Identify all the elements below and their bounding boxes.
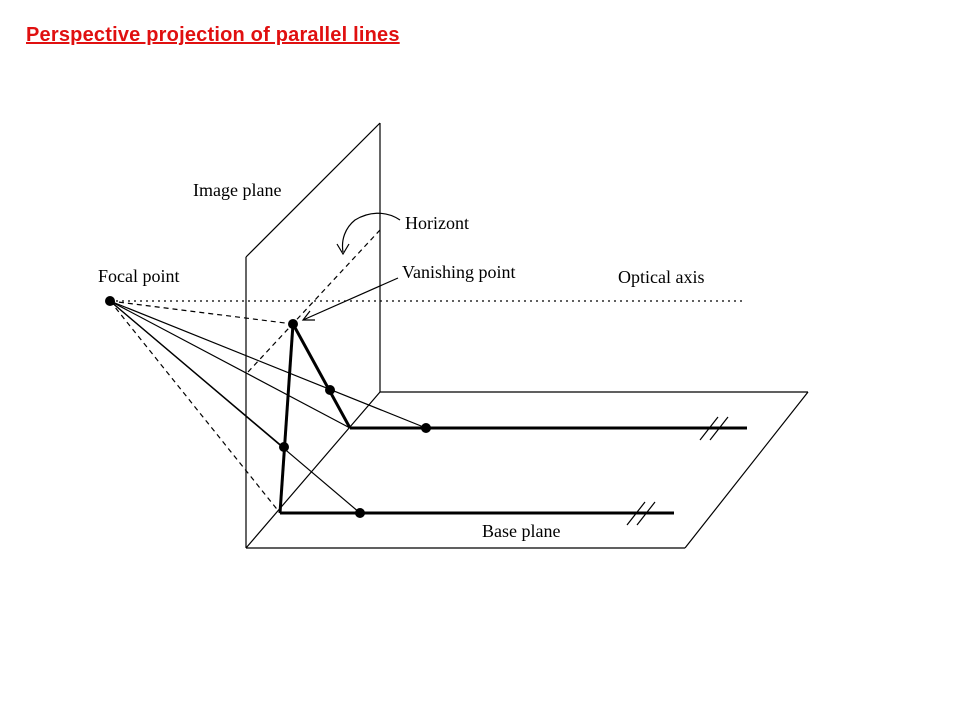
label-focal-point: Focal point (98, 266, 180, 286)
image-plane (245, 122, 381, 548)
vanishing-point-marker (288, 319, 298, 329)
horizont-arrow (336, 212, 401, 256)
projected-lines (278, 323, 352, 514)
focal-point-marker (105, 296, 115, 306)
projection-rays (109, 300, 427, 514)
base-plane (245, 391, 809, 549)
vanishing-point-arrow (301, 277, 399, 321)
slide-title: Perspective projection of parallel lines (26, 24, 400, 46)
parallel-marks (626, 416, 729, 526)
parallel-lines (280, 426, 747, 515)
label-vanishing-point: Vanishing point (402, 262, 516, 282)
label-optical-axis: Optical axis (618, 267, 704, 287)
label-image-plane: Image plane (193, 180, 281, 200)
label-horizont: Horizont (405, 213, 469, 233)
points (105, 296, 431, 518)
label-base-plane: Base plane (482, 521, 560, 541)
